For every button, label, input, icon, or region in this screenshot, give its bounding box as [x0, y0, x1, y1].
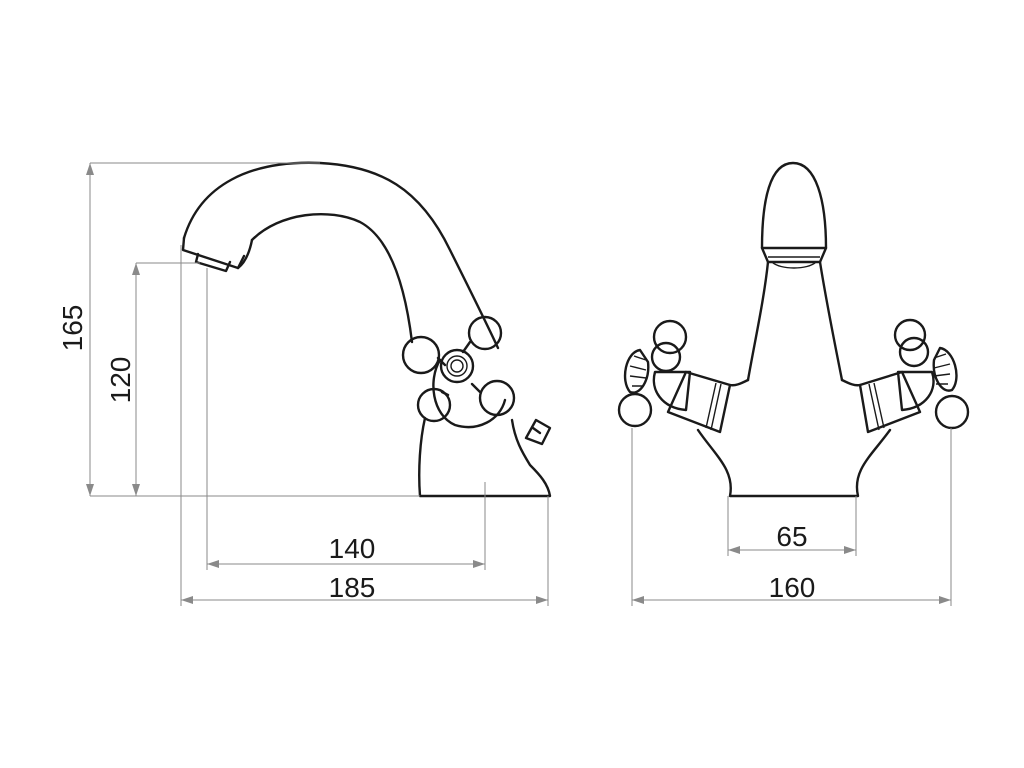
left-knob-middle — [650, 341, 682, 373]
right-handle-hub — [896, 370, 935, 412]
handle-knob-top-left — [401, 335, 441, 375]
dimension-reach-spout: 140 — [206, 268, 486, 570]
right-knob-middle — [898, 336, 930, 368]
front-spout-head — [760, 161, 828, 250]
left-knob-top — [652, 319, 688, 355]
handle-knob-bottom-right — [478, 379, 516, 417]
dimension-height-total: 165 — [57, 162, 420, 497]
handle-hub-outer — [439, 348, 475, 384]
handle-hub-inner — [446, 355, 468, 377]
right-knob-bottom — [934, 394, 970, 430]
handle-knob-top-right — [467, 315, 503, 351]
front-body-base — [696, 428, 892, 498]
right-knob-top — [893, 318, 927, 352]
side-spout-nozzle — [181, 236, 246, 273]
dimension-label-160: 160 — [769, 572, 816, 603]
dimension-depth-total: 185 — [180, 245, 549, 606]
right-valve-rings — [868, 382, 885, 431]
handle-hub-body — [432, 358, 507, 429]
front-body-outline — [746, 260, 844, 382]
dimension-label-120: 120 — [105, 357, 136, 404]
side-cross-handle — [401, 315, 516, 429]
dimension-label-65: 65 — [776, 521, 807, 552]
front-left-valve — [617, 319, 732, 434]
right-knob-side-ridges — [933, 353, 951, 385]
dimension-label-165: 165 — [57, 305, 88, 352]
front-aerator-mesh — [768, 256, 820, 269]
left-knob-bottom — [617, 392, 653, 428]
handle-hub-cap — [450, 359, 464, 373]
left-knob-side — [623, 348, 650, 394]
front-aerator — [760, 246, 828, 264]
dimension-label-185: 185 — [329, 572, 376, 603]
dimension-height-spout: 120 — [105, 262, 200, 496]
faucet-side-view — [181, 161, 552, 498]
side-lift-rod — [524, 418, 552, 446]
left-valve-rings — [705, 382, 722, 431]
left-valve-body — [666, 370, 732, 434]
faucet-front-view — [617, 161, 970, 498]
left-handle-hub — [652, 370, 692, 412]
left-knob-side-ridges — [629, 355, 647, 387]
dimension-width-total: 160 — [631, 428, 952, 606]
side-body-lower — [418, 416, 552, 498]
dimension-handle-spacing: 65 — [727, 496, 857, 556]
front-right-valve — [858, 318, 970, 434]
dimension-label-140: 140 — [329, 533, 376, 564]
side-spout-mouth — [236, 238, 254, 270]
side-spout-body-outline — [182, 161, 500, 350]
right-knob-side — [932, 346, 958, 392]
right-valve-body — [858, 370, 922, 434]
front-body-valve-joints — [728, 378, 862, 387]
